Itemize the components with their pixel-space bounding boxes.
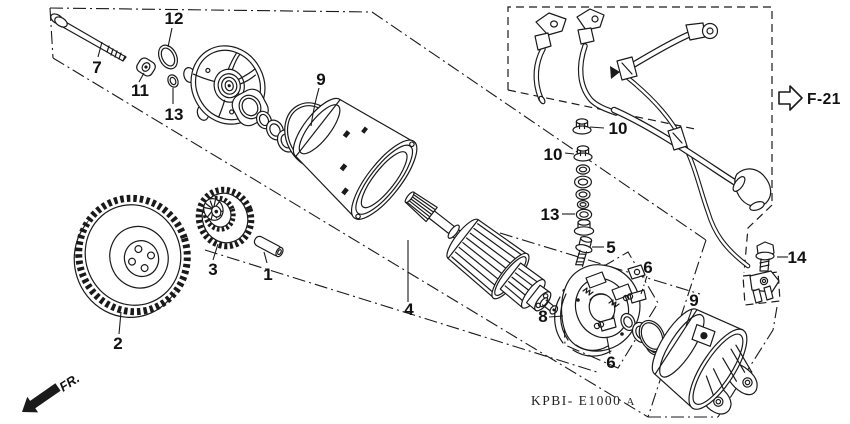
through-bolt-7 [50, 13, 127, 62]
o-ring-12 [157, 44, 179, 70]
reference-arrow-icon [778, 85, 803, 111]
callout-7: 7 [92, 58, 101, 77]
terminal-washer-stack [573, 164, 592, 210]
rear-end-cover-9 [651, 308, 758, 415]
reference-label: F-21 [807, 91, 841, 108]
callout-6-lower: 6 [606, 353, 615, 372]
brush-6-lower [593, 317, 617, 332]
callout-4: 4 [404, 300, 414, 319]
cable-bracket-terminal-2 [576, 8, 605, 31]
brush-holder-8 [554, 264, 646, 357]
callout-5: 5 [606, 238, 615, 257]
callout-9-left: 9 [316, 70, 325, 89]
callout-12: 12 [165, 9, 184, 28]
callout-6-upper: 6 [643, 258, 652, 277]
dowel-pin-1 [253, 235, 284, 258]
callout-10-lower: 10 [544, 145, 563, 164]
callout-13-right: 13 [541, 205, 560, 224]
terminal-base-nut [573, 219, 595, 236]
o-ring-9-rear [638, 319, 666, 353]
callout-11: 11 [131, 81, 149, 100]
front-label: FR. [56, 371, 82, 395]
washer-11 [136, 57, 156, 77]
driven-gear-2 [73, 194, 191, 318]
washer-13-left [167, 74, 179, 88]
f21-reference[interactable]: F-21 [778, 85, 841, 111]
idler-gear-3 [195, 186, 255, 250]
callout-9-right: 9 [689, 291, 698, 310]
motor-case-4 [292, 97, 418, 220]
callout-13-left: 13 [165, 105, 184, 124]
terminal-nut-10-lower [573, 145, 593, 162]
terminal-bolt-14 [755, 241, 775, 272]
callout-leaders [97, 27, 788, 355]
lock-washer-13 [575, 208, 593, 221]
callout-3: 3 [208, 260, 217, 279]
armature-assembly [404, 191, 559, 315]
callout-10-upper: 10 [609, 119, 628, 138]
front-direction-marker: FR. [22, 371, 82, 413]
front-arrow-icon [22, 383, 61, 413]
starter-cable-harness [533, 8, 780, 304]
terminal-bolt-5 [575, 236, 593, 267]
callout-14: 14 [788, 248, 807, 267]
brush-6-upper [622, 289, 647, 304]
callout-2: 2 [113, 334, 122, 353]
callout-1: 1 [263, 265, 272, 284]
callout-8: 8 [538, 307, 547, 326]
terminal-nut-10-upper [572, 118, 592, 135]
